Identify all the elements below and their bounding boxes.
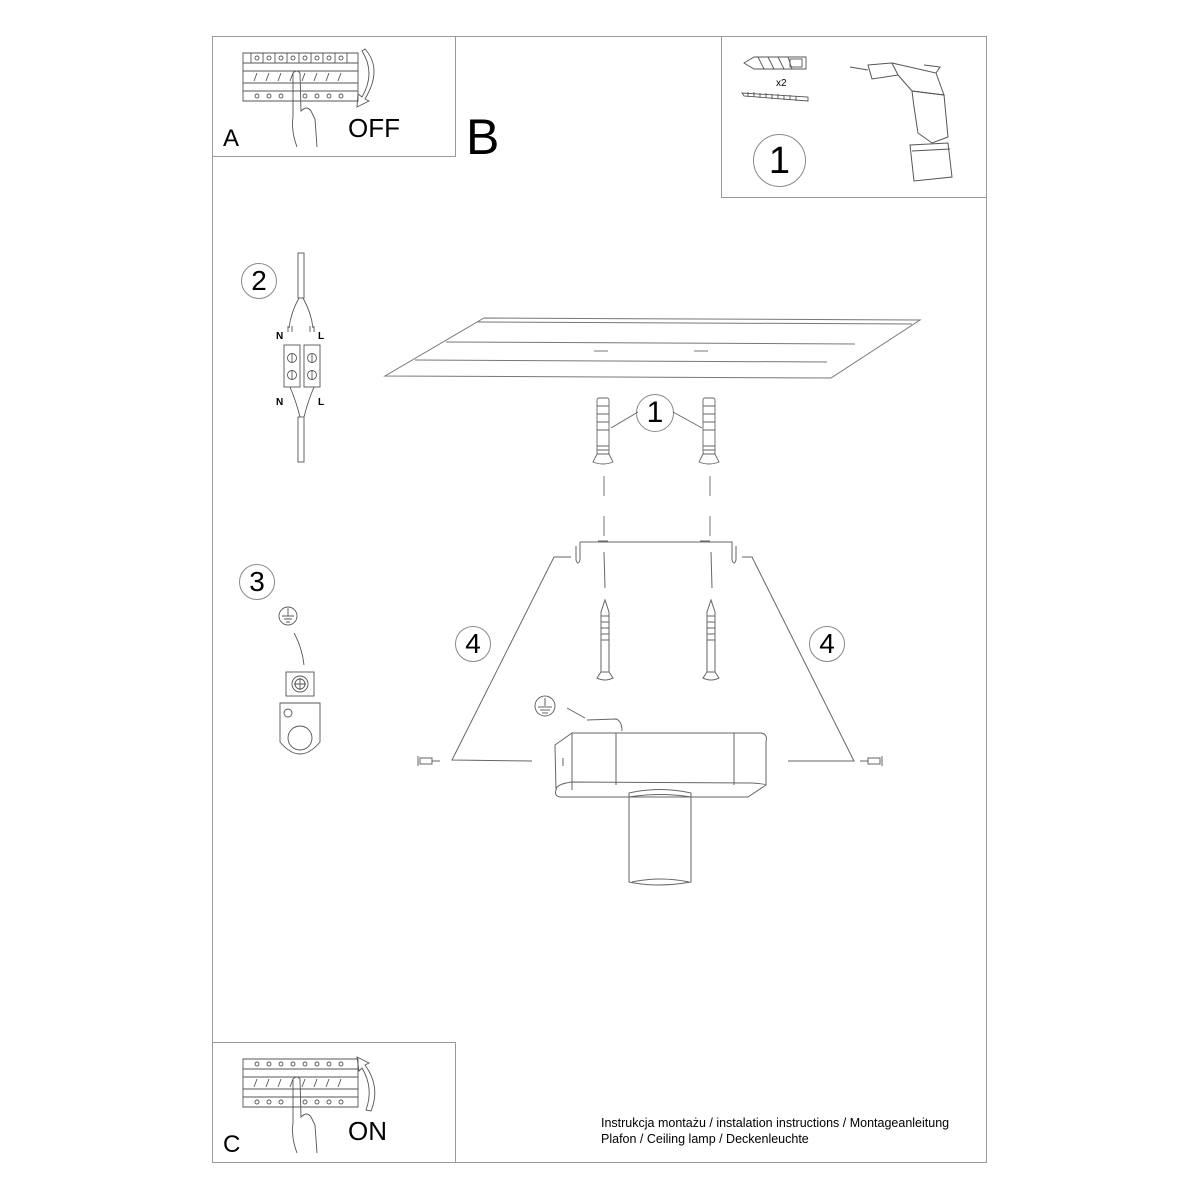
label-l-top: L <box>318 331 325 342</box>
step-circle-3: 3 <box>239 564 275 600</box>
panel-tools: 1 x2 <box>721 36 987 198</box>
panel-letter-a: A <box>223 125 240 152</box>
screw-icon <box>741 92 809 102</box>
panel-a-power-off: A OFF <box>212 36 456 157</box>
breaker-hand-icon <box>242 48 375 148</box>
tools-illustration <box>741 56 953 182</box>
step-circle-1-tools: 1 <box>753 134 806 187</box>
label-n-bottom: N <box>276 397 284 408</box>
section-letter-b: B <box>466 109 500 165</box>
step-number: 4 <box>819 628 835 659</box>
quantity-label: x2 <box>776 78 787 89</box>
step-circle-1-plugs: 1 <box>636 394 674 432</box>
lamp-cylinder-icon <box>628 789 692 886</box>
screw-left-icon <box>600 598 610 673</box>
panel-c-power-on: C ON <box>212 1042 456 1163</box>
wall-plug-icon <box>743 56 807 70</box>
step-circle-4-right: 4 <box>809 626 845 662</box>
drill-icon <box>849 62 953 182</box>
breaker-hand-icon <box>242 1056 376 1154</box>
step-number: 4 <box>465 628 481 659</box>
side-screw-right-icon <box>860 756 883 766</box>
mounting-bracket-icon <box>579 541 733 560</box>
footer-line-1: Instrukcja montażu / instalation instruc… <box>601 1116 950 1130</box>
screw-right-icon <box>706 598 716 673</box>
step-number: 2 <box>251 265 267 296</box>
step-circle-2: 2 <box>241 263 277 299</box>
side-screw-left-icon <box>417 756 440 766</box>
lamp-base-icon <box>554 732 767 798</box>
panel-letter-c: C <box>223 1131 241 1158</box>
step-number: 1 <box>768 139 791 182</box>
label-n-top: N <box>276 331 284 342</box>
footer-line-2: Plafon / Ceiling lamp / Deckenleuchte <box>601 1132 809 1146</box>
footer-caption: Instrukcja montażu / instalation instruc… <box>601 1115 949 1147</box>
instruction-sheet <box>212 36 987 1163</box>
step-number: 3 <box>249 566 265 597</box>
label-l-bottom: L <box>318 397 325 408</box>
on-label: ON <box>348 1116 387 1146</box>
off-label: OFF <box>348 113 400 143</box>
step-number: 1 <box>646 396 664 429</box>
step-circle-4-left: 4 <box>455 626 491 662</box>
